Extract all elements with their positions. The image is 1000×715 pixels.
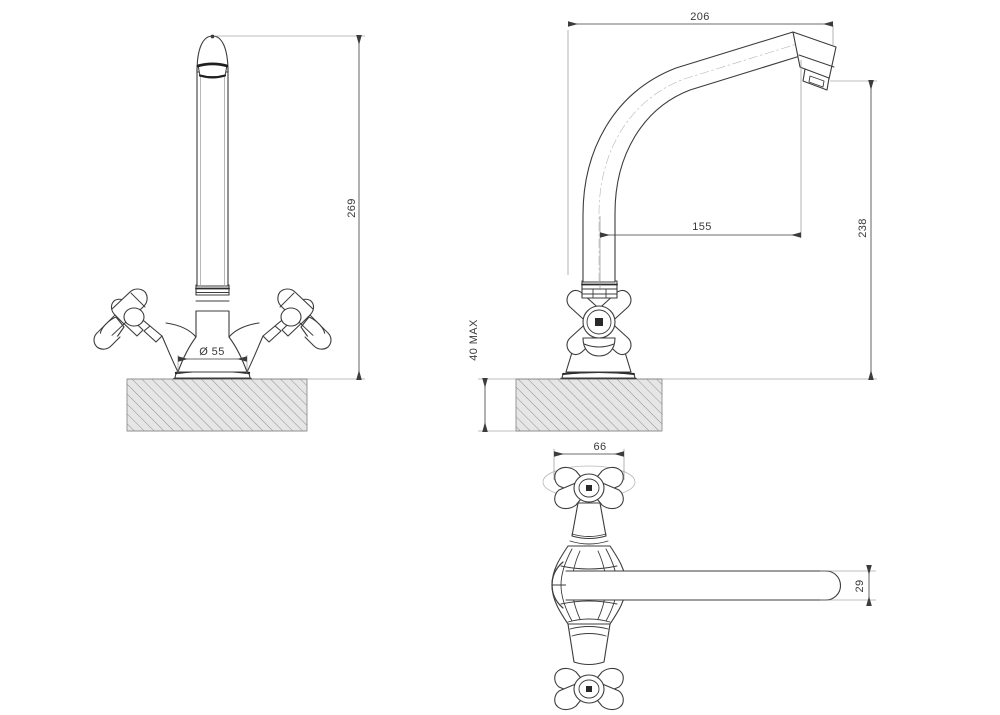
spout-cap-front (196, 34, 229, 79)
worktop-hatch-side (515, 378, 663, 432)
view-side-elevation (515, 31, 837, 432)
dim-plan-handle-span (553, 449, 625, 480)
base-escutcheon-side (560, 371, 637, 380)
dim-label-overall-height: 269 (346, 198, 358, 218)
handle-cross-plan-top (554, 466, 624, 510)
dim-plan-spout-width (820, 565, 876, 606)
dim-side-deck-thickness (478, 378, 562, 432)
dim-front-base-diameter (177, 355, 248, 374)
view-top-plan (542, 465, 841, 711)
dim-front-overall-height (214, 35, 365, 380)
dim-label-handle-span: 66 (593, 441, 606, 453)
spout-outlet-side (792, 31, 837, 91)
worktop-hatch-front (126, 378, 308, 432)
handle-cross-side (566, 289, 632, 357)
dim-label-reach-inner: 155 (692, 221, 712, 233)
collar-rings-side (581, 280, 618, 299)
dim-side-spout-height (640, 80, 877, 380)
spout-plan (565, 570, 841, 601)
spout-column-front (196, 67, 229, 287)
handle-cross-plan-bottom (554, 667, 624, 711)
view-front-elevation (93, 34, 332, 432)
handle-left-front (93, 288, 163, 350)
dim-label-deck-thickness: 40 MAX (468, 319, 480, 361)
dim-side-reach-inner (599, 60, 802, 290)
handle-neck-plan-bottom (567, 618, 611, 666)
dim-label-spout-height: 238 (857, 218, 869, 238)
dim-label-reach-overall: 206 (690, 11, 710, 23)
dim-label-base-diameter: Ø 55 (199, 346, 224, 358)
dim-label-spout-width: 29 (854, 579, 866, 592)
handle-right-front (262, 288, 332, 350)
dim-side-reach-overall (567, 21, 834, 275)
